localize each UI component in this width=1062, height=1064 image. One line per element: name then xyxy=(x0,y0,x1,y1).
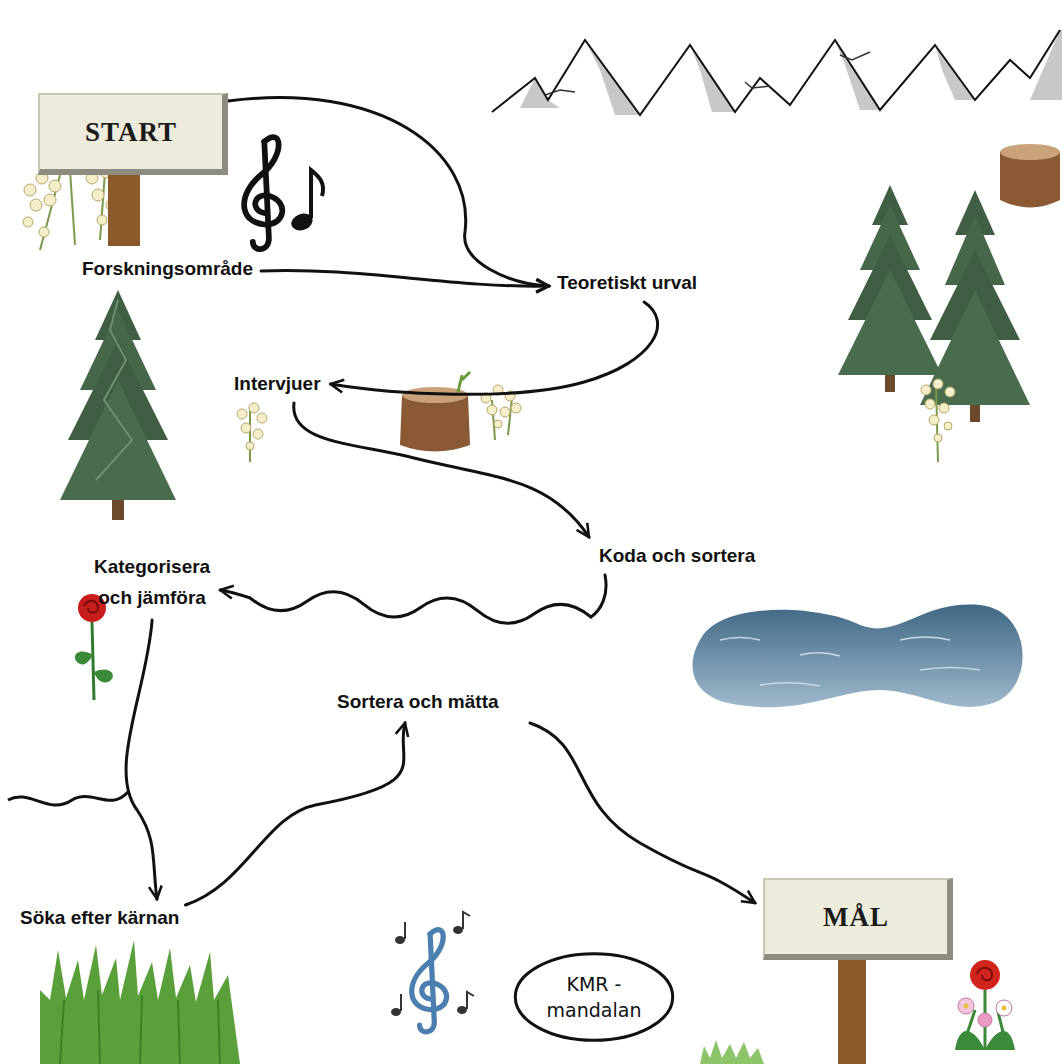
spruce-tree xyxy=(920,190,1030,422)
node-text: Koda och sortera xyxy=(599,545,755,566)
route-connector xyxy=(126,620,157,899)
route-connector xyxy=(220,575,606,623)
node-text: Kategorisera och jämföra xyxy=(94,551,210,613)
spruce-tree xyxy=(838,185,942,392)
music-notes xyxy=(391,912,474,1016)
flower-cluster xyxy=(921,379,955,462)
rose xyxy=(75,594,113,700)
route-connector xyxy=(186,723,406,905)
step-label: Sortera och mätta xyxy=(335,689,501,715)
lake xyxy=(693,605,1023,708)
node-text: Forskningsområde xyxy=(82,258,253,279)
grass xyxy=(40,940,764,1064)
route-connector xyxy=(331,302,658,394)
node-text: Söka efter kärnan xyxy=(20,907,179,928)
tree-stump xyxy=(400,372,470,452)
node-text: MÅL xyxy=(823,902,889,933)
node-text: Sortera och mätta xyxy=(337,691,499,712)
flower-cluster xyxy=(23,166,122,250)
ellipse-outline xyxy=(512,950,676,1044)
side-path xyxy=(8,792,128,805)
route-connector xyxy=(294,403,589,537)
music-notes xyxy=(412,930,447,1032)
node-text: KMR - mandalan xyxy=(544,971,644,1023)
mountains xyxy=(492,30,1062,115)
spruce-tree xyxy=(60,290,176,520)
sign-post xyxy=(838,960,866,1064)
step-label: Söka efter kärnan xyxy=(18,905,181,931)
route-connector xyxy=(228,98,549,286)
node-text: Intervjuer xyxy=(234,373,321,394)
step-label: Forskningsområde xyxy=(80,256,255,282)
step-label: Koda och sortera xyxy=(597,543,757,569)
node-text: Teoretiskt urval xyxy=(557,272,697,293)
ellipse-outline xyxy=(515,954,672,1040)
flower-bed xyxy=(955,960,1015,1050)
music-notes xyxy=(244,137,282,249)
ellipse-node: KMR - mandalan xyxy=(512,950,676,1044)
tree-stump xyxy=(1000,144,1060,208)
flower-cluster xyxy=(237,403,267,462)
start-sign: START xyxy=(38,93,228,175)
step-label: Intervjuer xyxy=(232,371,323,397)
route-connector xyxy=(530,723,755,903)
goal-sign: MÅL xyxy=(763,878,953,960)
step-label: Kategorisera och jämföra xyxy=(92,550,212,614)
step-label: Teoretiskt urval xyxy=(555,270,699,296)
sign-post xyxy=(108,170,140,246)
node-text: START xyxy=(85,117,177,148)
music-note xyxy=(289,170,323,233)
route-connector xyxy=(261,270,549,286)
